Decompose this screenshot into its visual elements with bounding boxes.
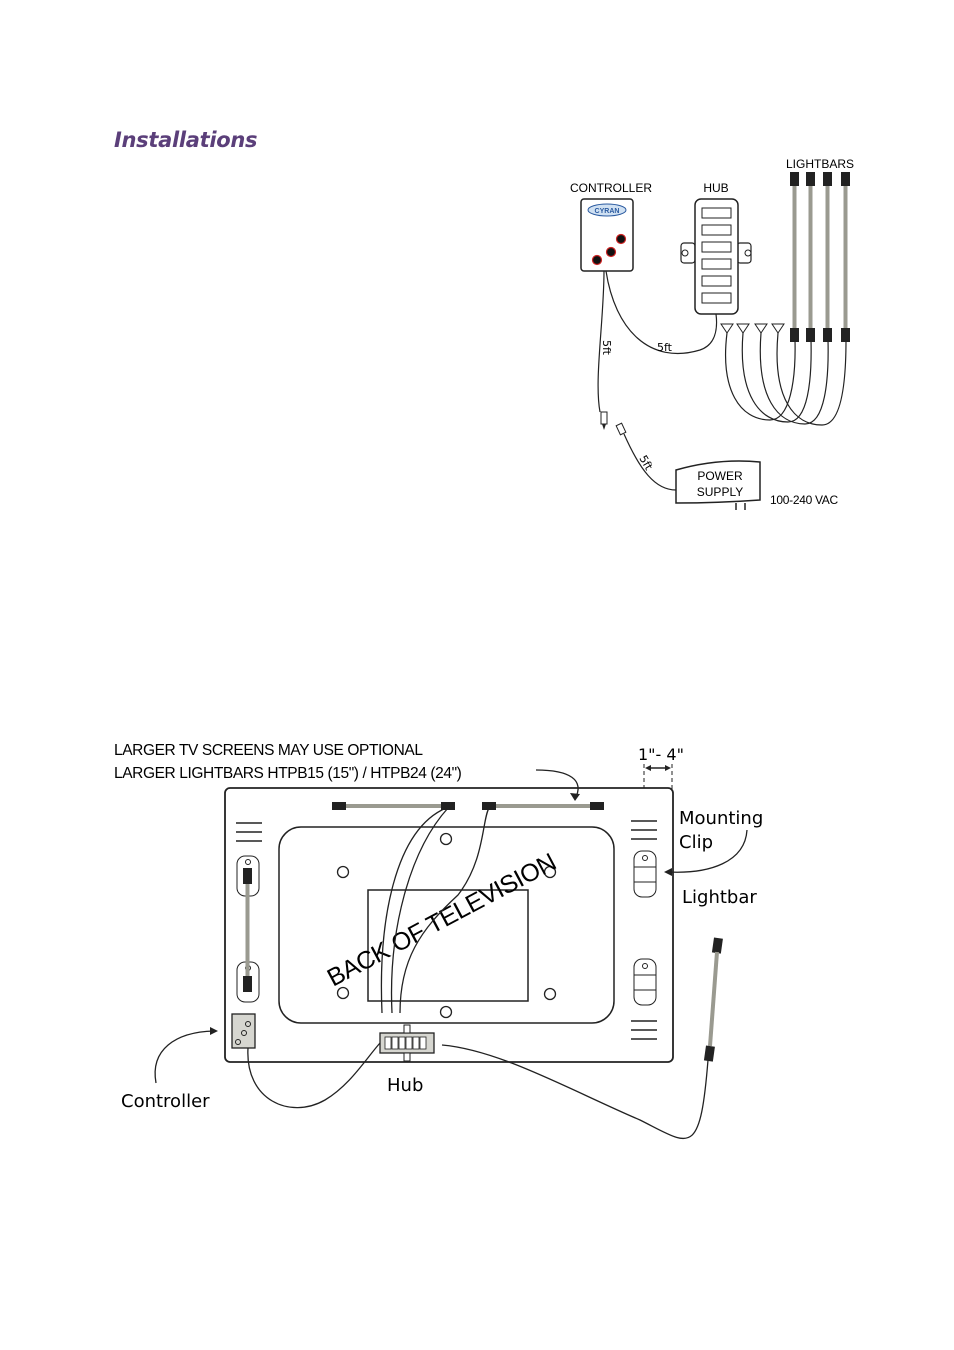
mounting-clip [633, 850, 657, 898]
page-title: Installations [114, 128, 258, 152]
cyran-logo [587, 203, 627, 217]
controller-label: Controller [121, 1091, 210, 1112]
lightbar-label: Lightbar [682, 887, 757, 908]
hub-device [680, 198, 752, 315]
mounting-clip-label: Clip [679, 832, 713, 853]
cable-length-label: 5ft [657, 341, 673, 354]
lightbar [841, 172, 850, 342]
cyran-logo-text: CYRAN [595, 208, 620, 215]
controller-button-icon [605, 246, 617, 258]
mounting-clip [633, 958, 657, 1006]
loose-lightbar [703, 937, 723, 1062]
hub-label: Hub [387, 1075, 423, 1096]
plug-icon [615, 422, 627, 436]
hub-output-plugs [720, 323, 785, 334]
controller-device [231, 1013, 256, 1049]
optional-lightbars-note: LARGER TV SCREENS MAY USE OPTIONAL [114, 742, 423, 759]
cable-length-label: 5ft [636, 453, 655, 473]
lightbars-label: LIGHTBARS [786, 157, 854, 171]
hub-device [379, 1024, 435, 1062]
tv-mounting-diagram: LARGER TV SCREENS MAY USE OPTIONAL LARGE… [114, 742, 763, 1140]
hub-label: HUB [703, 181, 728, 195]
spacing-label: 1"- 4" [638, 745, 684, 764]
power-supply: POWER SUPPLY [675, 460, 761, 510]
controller-label: CONTROLLER [570, 181, 652, 195]
lightbar [790, 172, 799, 342]
wiring-overview-diagram: CONTROLLER HUB LIGHTBARS CYRAN [570, 157, 854, 510]
controller-button-icon [591, 254, 603, 266]
mounting-clip-label: Mounting [679, 808, 763, 829]
voltage-label: 100-240 VAC [770, 493, 838, 507]
left-lightbar [236, 855, 260, 1003]
lightbar-set [790, 172, 850, 342]
lightbar [806, 172, 815, 342]
top-lightbars [332, 802, 604, 810]
power-supply-label: SUPPLY [697, 485, 743, 499]
optional-lightbars-note: LARGER LIGHTBARS HTPB15 (15") / HTPB24 (… [114, 765, 462, 782]
cable-length-label: 5ft [600, 340, 613, 356]
controller-button-icon [615, 233, 627, 245]
power-supply-label: POWER [697, 469, 743, 483]
lightbar [823, 172, 832, 342]
plug-icon [600, 411, 608, 425]
controller-device: CYRAN [580, 198, 634, 272]
